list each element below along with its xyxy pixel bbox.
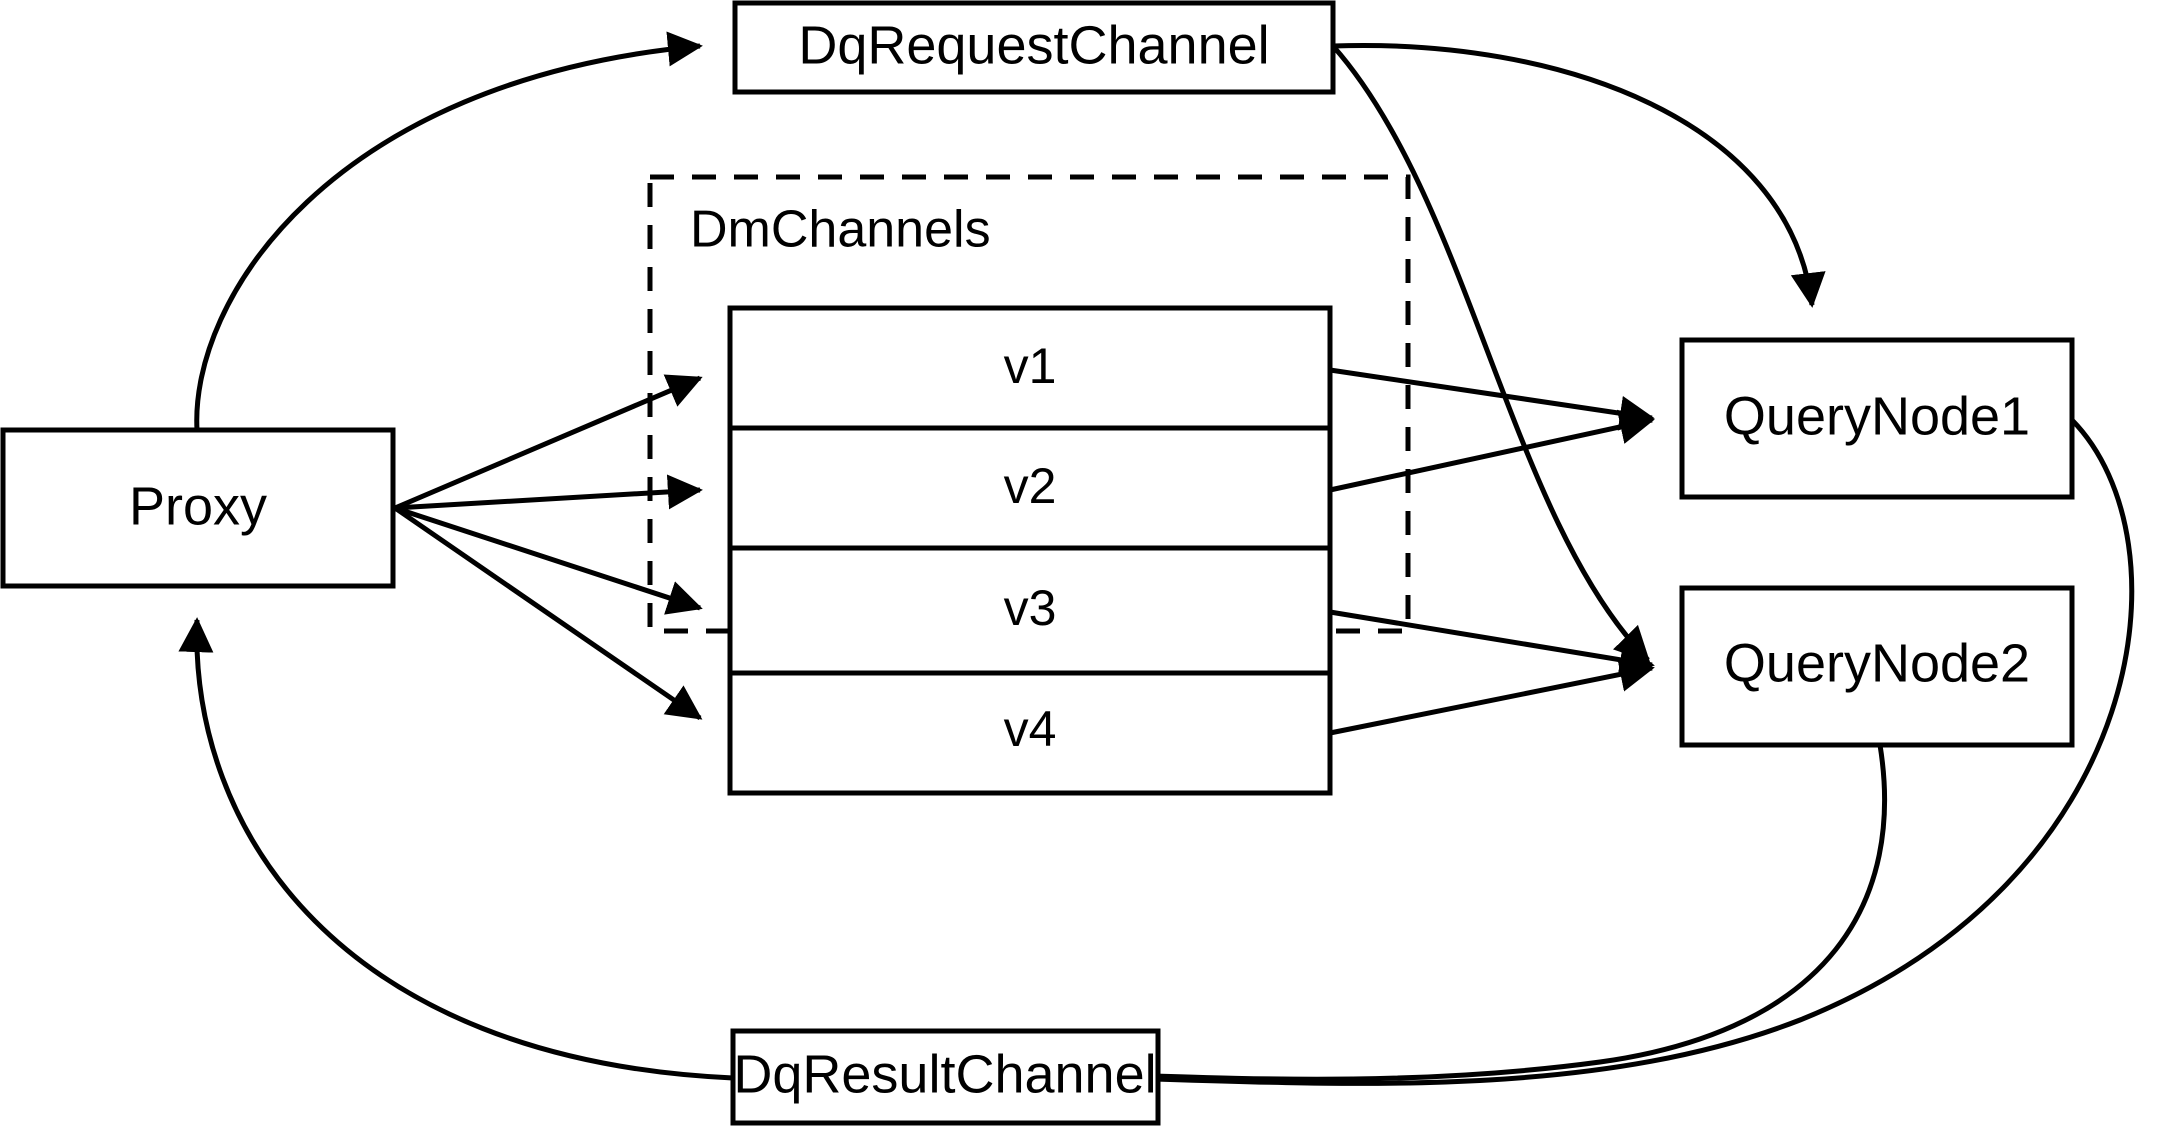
edge-v4-to-querynode2 — [1329, 657, 1655, 736]
edge-v1-to-querynode1 — [1329, 367, 1655, 431]
dm-channels-group-label: DmChannels — [690, 201, 991, 259]
edge-proxy-to-v2 — [394, 474, 703, 511]
edge-proxy-to-dqrequestchannel — [194, 31, 703, 431]
edge-querynode2-to-dqresultchannel — [1122, 744, 1888, 1094]
node-dqresultchannel-label: DqResultChannel — [733, 1044, 1156, 1104]
edge-v3-to-querynode2 — [1329, 609, 1655, 678]
node-dqresultchannel-box[interactable] — [730, 1028, 1161, 1126]
edge-proxy-to-v1 — [394, 374, 703, 511]
node-proxy-label: Proxy — [129, 476, 267, 536]
node-querynode2-label: QueryNode2 — [1724, 633, 2030, 693]
channel-row-v4: v4 — [1004, 701, 1057, 757]
edge-proxy-to-v3 — [394, 505, 703, 615]
channel-row-v2: v2 — [1004, 458, 1057, 514]
edge-dqresultchannel-to-proxy — [178, 617, 734, 1081]
edge-querynode1-to-dqresultchannel — [1122, 418, 2135, 1097]
dm-channels-group-box — [647, 174, 1411, 634]
edge-dqrequestchannel-to-querynode1 — [1332, 42, 1826, 308]
node-dqrequestchannel-label: DqRequestChannel — [798, 15, 1269, 75]
edge-v2-to-querynode1 — [1329, 409, 1655, 493]
edge-dqrequestchannel-to-querynode2 — [1331, 44, 1651, 663]
edge-proxy-to-v4 — [393, 505, 703, 721]
channel-row-v1: v1 — [1004, 338, 1057, 394]
node-querynode2-box[interactable] — [1679, 585, 2075, 748]
node-querynode1-box[interactable] — [1679, 337, 2075, 500]
node-querynode1-label: QueryNode1 — [1724, 386, 2030, 446]
node-dqrequestchannel-box[interactable] — [732, 0, 1336, 95]
channel-row-v3: v3 — [1004, 580, 1057, 636]
node-proxy-box[interactable] — [0, 427, 396, 589]
